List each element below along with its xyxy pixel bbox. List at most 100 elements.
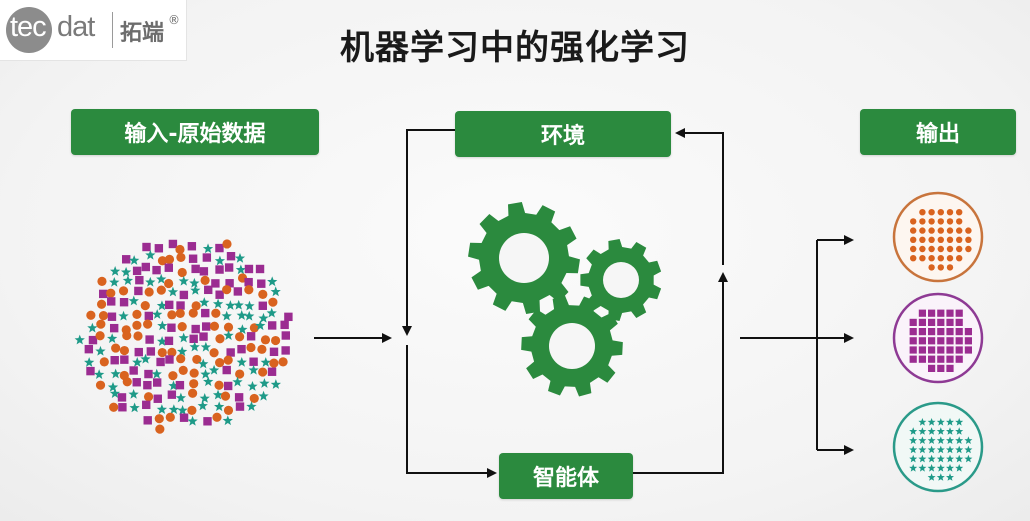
teal-star-icon [918, 454, 927, 463]
teal-star-icon [270, 379, 281, 389]
teal-star-icon [151, 368, 162, 379]
teal-star-icon [156, 404, 168, 414]
purple-square [187, 242, 197, 251]
purple-square [955, 309, 963, 317]
purple-square [249, 357, 258, 366]
teal-star-icon [208, 364, 220, 375]
purple-square [165, 300, 174, 310]
purple-square [215, 265, 224, 274]
teal-star-icon [190, 285, 201, 295]
teal-star-icon [87, 322, 98, 333]
teal-star-icon [221, 310, 232, 321]
output-label: 输出 [860, 109, 1016, 155]
orange-dot [946, 264, 954, 271]
orange-dot [98, 311, 109, 321]
orange-dot [167, 347, 177, 357]
purple-square [237, 344, 246, 354]
purple-square [167, 390, 177, 399]
teal-star-icon [109, 276, 120, 287]
purple-square [152, 378, 162, 387]
purple-square [244, 264, 254, 274]
teal-star-icon [955, 454, 964, 463]
teal-star-icon [946, 418, 954, 426]
orange-dot [928, 264, 935, 271]
teal-star-icon [178, 332, 189, 343]
purple-square [143, 416, 152, 425]
teal-star-icon [132, 357, 143, 367]
large-gear-icon [468, 202, 580, 314]
purple-square [129, 366, 138, 375]
purple-square [199, 267, 209, 276]
orange-dot [946, 218, 954, 225]
orange-dot [188, 308, 198, 318]
purple-square [955, 318, 963, 326]
purple-square [202, 253, 212, 262]
teal-star-icon [955, 418, 964, 426]
teal-star-icon [258, 312, 269, 323]
orange-dot [946, 255, 954, 262]
teal-star-icon [260, 357, 271, 367]
purple-square [284, 312, 293, 322]
purple-square [107, 312, 117, 321]
orange-dot [86, 310, 96, 320]
orange-dot [156, 285, 166, 295]
purple-square [164, 263, 174, 272]
teal-star-icon [223, 330, 234, 340]
logo-registered-mark: ® [168, 13, 180, 27]
orange-dot [946, 227, 954, 234]
orange-dot [209, 348, 219, 358]
teal-star-icon [225, 300, 236, 310]
orange-dot [214, 380, 224, 390]
purple-square [156, 357, 165, 367]
teal-star-icon [129, 402, 140, 413]
teal-star-icon [927, 418, 936, 426]
orange-dot [928, 236, 935, 243]
orange-dot [167, 310, 177, 320]
teal-star-icon [94, 369, 105, 379]
teal-star-icon [222, 415, 233, 426]
teal-star-icon [202, 243, 214, 254]
teal-star-icon [936, 454, 945, 463]
orange-dot [910, 236, 917, 243]
orange-dot [937, 209, 944, 216]
teal-star-icon [84, 357, 95, 367]
teal-star-icon [199, 393, 210, 403]
purple-square [201, 322, 211, 331]
orange-dot [96, 299, 107, 309]
teal-star-icon [909, 454, 918, 463]
orange-dot [235, 332, 245, 342]
orange-dot [111, 343, 121, 353]
teal-star-icon [145, 276, 156, 287]
teal-star-icon [107, 333, 118, 344]
orange-dot [928, 209, 935, 216]
teal-star-icon [918, 445, 927, 454]
purple-square [142, 400, 151, 410]
purple-square [204, 285, 213, 295]
purple-square [946, 346, 954, 354]
orange-dot [215, 358, 225, 368]
teal-star-icon [258, 390, 269, 401]
purple-square [234, 393, 244, 402]
purple-square [909, 337, 917, 345]
purple-square [946, 355, 954, 363]
orange-dot [109, 402, 119, 412]
orange-dot [919, 218, 926, 225]
teal-star-icon [167, 286, 179, 297]
purple-square [281, 346, 290, 355]
purple-square [167, 323, 176, 332]
purple-square [233, 287, 243, 296]
purple-square [154, 244, 164, 253]
teal-star-icon [107, 381, 119, 392]
teal-star-icon [918, 427, 927, 435]
teal-star-icon [927, 464, 936, 472]
teal-star-icon [214, 401, 225, 412]
teal-star-icon [955, 436, 964, 444]
teal-star-icon [235, 264, 247, 275]
teal-star-icon [189, 277, 200, 288]
orange-dot [215, 334, 225, 344]
purple-square [109, 323, 119, 333]
purple-square [918, 318, 926, 326]
purple-square [88, 335, 98, 345]
raw-data-cluster [74, 239, 293, 434]
